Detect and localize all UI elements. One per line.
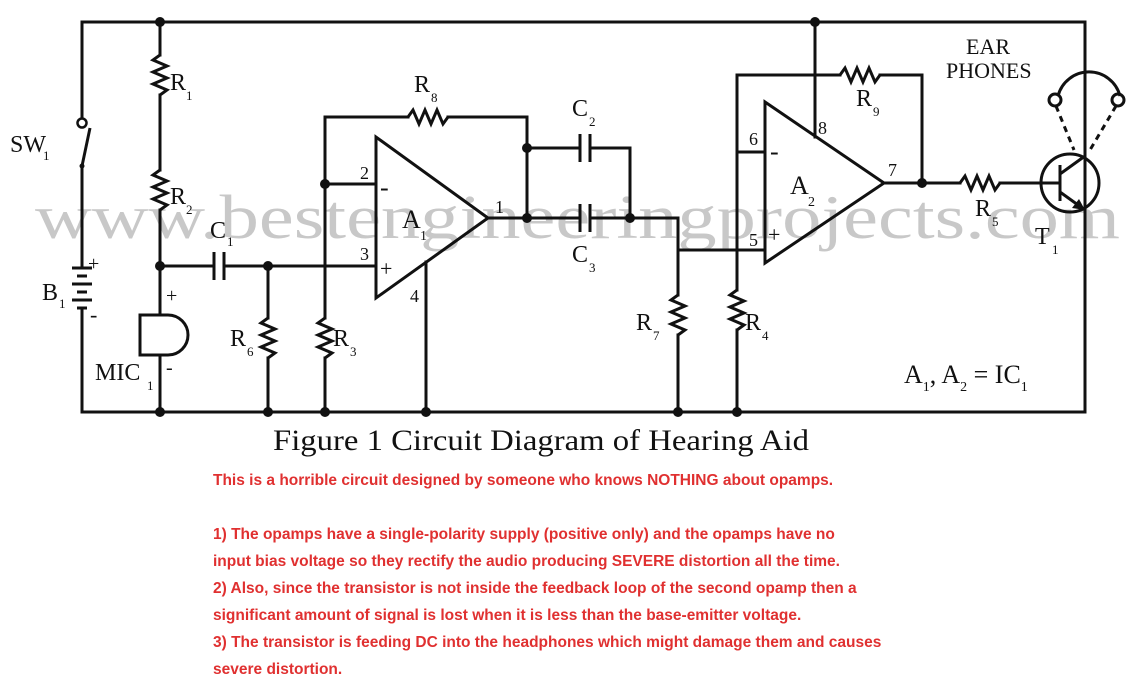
r4-sub: 4 xyxy=(762,328,769,343)
capacitor-c1: C 1 xyxy=(158,218,370,280)
a2-pin6: 6 xyxy=(749,129,758,149)
transistor-t1: T 1 xyxy=(1035,152,1101,257)
mic-sub: 1 xyxy=(147,378,154,393)
opamp-a1: - + A 1 2 3 1 4 xyxy=(360,134,529,414)
capacitor-c2: C 2 xyxy=(525,96,632,220)
c2-label: C xyxy=(572,96,588,122)
sw1-sub: 1 xyxy=(43,148,50,163)
r9-label: R xyxy=(856,86,872,112)
hearing-aid-circuit-diagram: www.bestengineeringprojects.com SW 1 + -… xyxy=(10,17,1126,457)
a1-pin3: 3 xyxy=(360,244,369,264)
earphones: EAR PHONES xyxy=(946,34,1126,151)
a1-pin4: 4 xyxy=(410,286,419,306)
figure-caption: Figure 1 Circuit Diagram of Hearing Aid xyxy=(273,424,809,457)
r1-sub: 1 xyxy=(186,88,193,103)
c1-sub: 1 xyxy=(227,234,234,249)
r6-sub: 6 xyxy=(247,344,254,359)
r8-label: R xyxy=(414,72,430,98)
t1-sub: 1 xyxy=(1052,242,1059,257)
r6-label: R xyxy=(230,326,246,352)
a1-pin1: 1 xyxy=(495,197,504,217)
r9-sub: 9 xyxy=(873,104,880,119)
switch-sw1: SW 1 xyxy=(10,117,92,169)
c3-sub: 3 xyxy=(589,260,596,275)
note-2a: 2) Also, since the transistor is not ins… xyxy=(213,580,857,597)
resistor-r4: R 4 xyxy=(726,73,769,414)
a1-label: A xyxy=(402,205,421,234)
a2-label: A xyxy=(790,171,809,200)
battery-sub: 1 xyxy=(59,296,66,311)
svg-text:A1, A2 = IC1: A1, A2 = IC1 xyxy=(904,360,1028,395)
a2-pin7: 7 xyxy=(888,160,897,180)
critique-notes: This is a horrible circuit designed by s… xyxy=(213,467,1113,683)
c2-sub: 2 xyxy=(589,114,596,129)
battery-minus: - xyxy=(90,302,97,327)
r3-label: R xyxy=(333,326,349,352)
r2-label: R xyxy=(170,184,186,210)
resistor-r7: R 7 xyxy=(636,248,689,414)
r5-sub: 5 xyxy=(992,214,999,229)
note-3b: severe distortion. xyxy=(213,661,343,678)
resistor-r5: R 5 xyxy=(920,172,1045,229)
ic-note: A1, A2 = IC1 xyxy=(904,360,1028,395)
a2-plus: + xyxy=(768,222,780,247)
note-2b: significant amount of signal is lost whe… xyxy=(213,607,802,624)
r3-sub: 3 xyxy=(350,344,357,359)
r2-sub: 2 xyxy=(186,202,193,217)
note-3a: 3) The transistor is feeding DC into the… xyxy=(213,634,882,651)
resistor-r3: R 3 xyxy=(314,115,357,414)
mic-minus: - xyxy=(166,357,173,379)
t1-label: T xyxy=(1035,224,1050,250)
resistor-r8: R 8 xyxy=(323,72,529,220)
mic-label: MIC xyxy=(95,360,140,386)
resistor-r9: R 9 xyxy=(735,64,924,185)
note-intro: This is a horrible circuit designed by s… xyxy=(213,472,834,489)
r7-label: R xyxy=(636,310,652,336)
a1-sub: 1 xyxy=(420,229,427,244)
r5-label: R xyxy=(975,196,991,222)
r4-label: R xyxy=(745,310,761,336)
r7-sub: 7 xyxy=(653,328,660,343)
opamp-a2: - + A 2 6 8 7 5 xyxy=(749,20,924,266)
c3-label: C xyxy=(572,242,588,268)
resistor-r6: R 6 xyxy=(230,264,279,414)
sw1-label: SW xyxy=(10,132,46,158)
r1-label: R xyxy=(170,70,186,96)
microphone-mic1: + - MIC 1 xyxy=(95,285,190,414)
note-1b: input bias voltage so they rectify the a… xyxy=(213,553,840,570)
capacitor-c3: C 3 xyxy=(525,204,632,275)
resistor-r1: R 1 xyxy=(149,20,193,172)
mic-plus: + xyxy=(166,285,177,307)
c1-label: C xyxy=(210,218,226,244)
a2-pin5: 5 xyxy=(749,230,758,250)
battery-b1: + - B 1 xyxy=(42,253,99,327)
earphones-label-2: PHONES xyxy=(946,58,1032,83)
a1-minus: - xyxy=(380,173,389,202)
a2-sub: 2 xyxy=(808,195,815,210)
note-1a: 1) The opamps have a single-polarity sup… xyxy=(213,526,835,543)
battery-plus: + xyxy=(88,253,99,275)
battery-label: B xyxy=(42,280,58,306)
r8-sub: 8 xyxy=(431,90,438,105)
a2-pin8: 8 xyxy=(818,118,827,138)
a1-pin2: 2 xyxy=(360,163,369,183)
a2-minus: - xyxy=(770,137,779,166)
a1-plus: + xyxy=(380,256,392,281)
earphones-label-1: EAR xyxy=(966,34,1010,59)
